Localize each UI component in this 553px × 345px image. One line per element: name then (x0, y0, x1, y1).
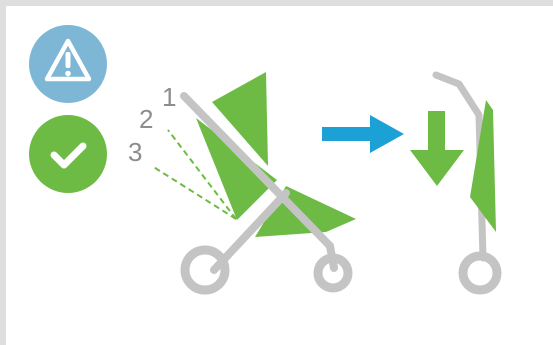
recline-line-2 (167, 129, 237, 220)
main-frame-bar (180, 92, 334, 250)
recline-position-3-label: 3 (128, 137, 143, 167)
ok-badge (29, 115, 107, 193)
front-leg (210, 189, 290, 274)
arrow-down-icon (410, 111, 464, 186)
recline-position-1-label: 1 (162, 82, 177, 112)
recline-position-2-label: 2 (139, 104, 154, 134)
panel-border-top (0, 0, 553, 6)
recline-line-3 (151, 165, 237, 220)
arrow-right-icon (322, 115, 404, 153)
seat-back (196, 118, 277, 220)
warning-badge (29, 25, 107, 103)
folded-wheel (458, 251, 502, 295)
checkmark-icon (50, 142, 87, 169)
rear-wheel (313, 253, 353, 293)
folded-seat (470, 100, 496, 232)
canopy (212, 72, 268, 166)
panel-border-left (0, 0, 6, 345)
warning-triangle-icon (44, 38, 92, 82)
front-wheel (180, 245, 230, 295)
